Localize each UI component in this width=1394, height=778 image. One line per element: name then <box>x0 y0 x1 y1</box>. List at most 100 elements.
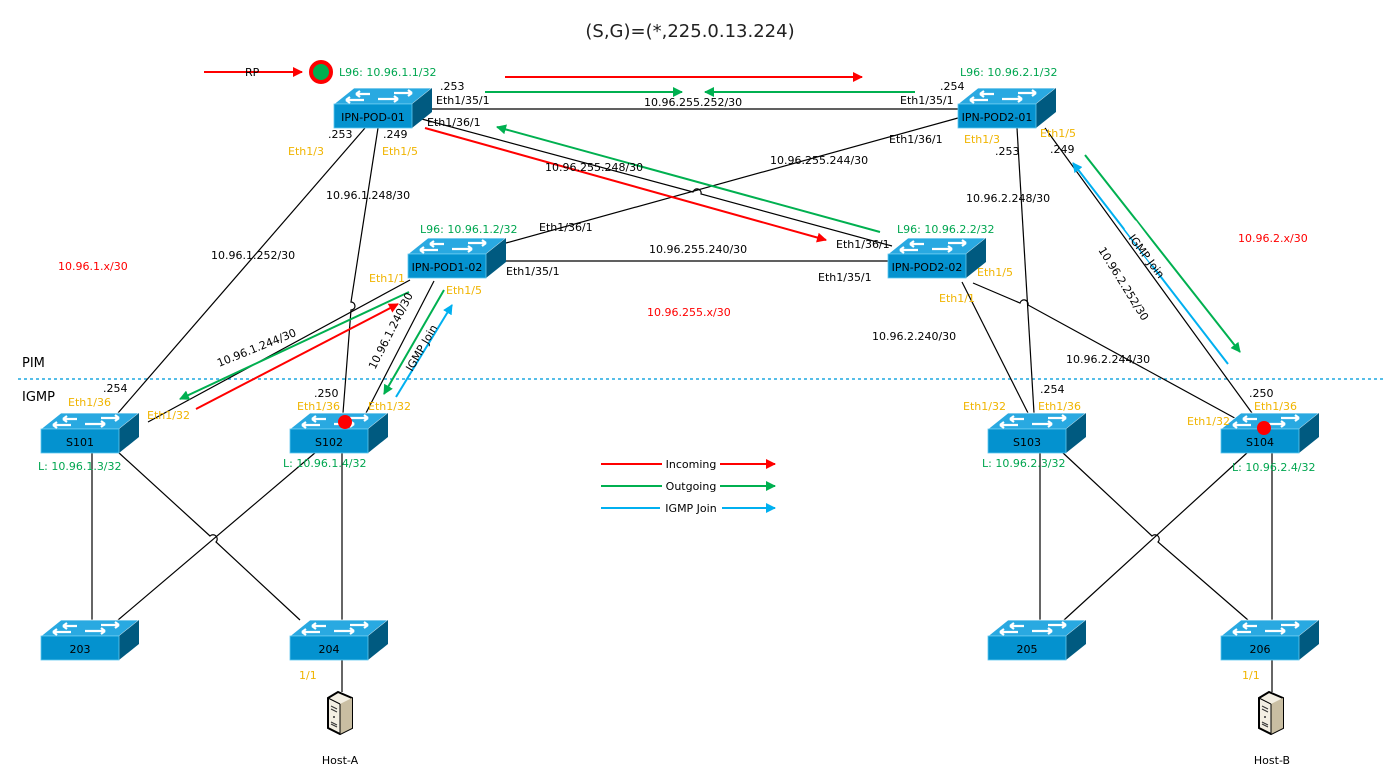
switch-ipn-pod2-02[interactable]: IPN-POD2-02 <box>886 236 988 280</box>
host-a[interactable] <box>327 691 353 735</box>
link-10-96-1-248 <box>342 127 379 414</box>
link-10-96-2-244 <box>972 282 1243 423</box>
port-label: Eth1/32 <box>368 400 411 413</box>
legend-label-bg <box>660 501 722 515</box>
ip-label: .249 <box>1050 143 1075 156</box>
loopback-s102: L: 10.96.1.4/32 <box>283 457 367 470</box>
receiver-marker-s104-icon <box>1257 421 1271 435</box>
subnet-group-pod2: 10.96.2.x/30 <box>1238 232 1308 245</box>
host-b-port-label: 1/1 <box>1242 669 1260 682</box>
ip-label: .253 <box>328 128 353 141</box>
loopback-ipn-pod-01: L96: 10.96.1.1/32 <box>339 66 437 79</box>
legend-label-bg <box>662 457 720 471</box>
port-label: Eth1/1 <box>939 292 975 305</box>
host-b-label: Host-B <box>1254 754 1290 767</box>
switch-s101[interactable]: S101 <box>39 411 141 455</box>
pim-zone-label: PIM <box>22 356 45 371</box>
flow-arrows <box>179 67 1241 410</box>
port-label: Eth1/32 <box>1187 415 1230 428</box>
subnet-label: 10.96.1.248/30 <box>326 189 410 202</box>
ip-label: .250 <box>1249 387 1274 400</box>
port-label: Eth1/36 <box>1038 400 1081 413</box>
ip-label: .249 <box>383 128 408 141</box>
loopback-s104: L: 10.96.2.4/32 <box>1232 461 1316 474</box>
subnet-label: 10.96.255.248/30 <box>545 161 643 174</box>
link-s104-205 <box>1063 451 1249 621</box>
link-s103-206 <box>1061 451 1249 621</box>
ip-label: .253 <box>440 80 465 93</box>
switch-name: 206 <box>1250 643 1271 656</box>
loopback-s101: L: 10.96.1.3/32 <box>38 460 122 473</box>
legend: Incoming Outgoing IGMP Join <box>601 457 776 515</box>
legend-label: Outgoing <box>666 480 717 493</box>
legend-label: IGMP Join <box>665 502 716 515</box>
ip-label: .254 <box>1040 383 1065 396</box>
switch-name: S102 <box>315 436 343 449</box>
port-label: Eth1/36/1 <box>427 116 481 129</box>
link-s102-203 <box>117 451 317 621</box>
ip-label: .254 <box>940 80 965 93</box>
diagram-title: (S,G)=(*,225.0.13.224) <box>585 21 794 42</box>
port-label: Eth1/36/1 <box>836 238 890 251</box>
switch-name: 205 <box>1017 643 1038 656</box>
switch-s102[interactable]: S102 <box>288 411 390 455</box>
subnet-label: 10.96.2.240/30 <box>872 330 956 343</box>
legend-label: Incoming <box>666 458 717 471</box>
link-10-96-255-248 <box>417 117 893 247</box>
port-label: Eth1/36 <box>297 400 340 413</box>
switch-name: IPN-POD-01 <box>341 111 405 124</box>
switch-s104[interactable]: S104 <box>1219 411 1321 455</box>
igmp-join-arrow-s102 <box>395 304 453 398</box>
link-10-96-1-252 <box>117 127 366 414</box>
ip-label: .250 <box>314 387 339 400</box>
port-label: Eth1/36/1 <box>889 133 943 146</box>
switch-203[interactable]: 203 <box>39 618 141 662</box>
ip-label: .253 <box>995 145 1020 158</box>
link-10-96-2-248 <box>1016 127 1035 414</box>
switch-name: 203 <box>70 643 91 656</box>
legend-item-igmp-join: IGMP Join <box>601 501 776 515</box>
switch-s103[interactable]: S103 <box>986 411 1088 455</box>
port-label: Eth1/3 <box>288 145 324 158</box>
loopback-ipn-pod1-02: L96: 10.96.1.2/32 <box>420 223 518 236</box>
incoming-arrow-pod1-to-pod2-02 <box>424 127 827 243</box>
subnet-label: 10.96.2.248/30 <box>966 192 1050 205</box>
outgoing-arrow-pod2-02-to-pod1 <box>496 124 881 233</box>
receiver-marker-s102-icon <box>338 415 352 429</box>
subnet-label: 10.96.255.240/30 <box>649 243 747 256</box>
incoming-arrow-s101-to-pod1-02 <box>195 303 399 410</box>
switch-205[interactable]: 205 <box>986 618 1088 662</box>
rp-marker-icon <box>309 60 333 84</box>
outgoing-arrow-pod1-02-to-s101 <box>179 291 410 400</box>
port-label: Eth1/32 <box>147 409 190 422</box>
switch-ipn-pod-01[interactable]: IPN-POD-01 <box>332 86 434 130</box>
legend-item-outgoing: Outgoing <box>601 479 776 493</box>
server-icon <box>1258 691 1284 735</box>
igmp-join-arrow-s104 <box>1072 162 1229 365</box>
outgoing-arrow-pod1-02-to-s102 <box>383 289 445 395</box>
host-a-label: Host-A <box>322 754 359 767</box>
outgoing-arrow-pod2-01-to-s104 <box>1084 154 1241 353</box>
port-label: Eth1/36 <box>1254 400 1297 413</box>
switch-name: 204 <box>319 643 340 656</box>
subnet-label: 10.96.255.252/30 <box>644 96 742 109</box>
switch-name: IPN-POD1-02 <box>412 261 483 274</box>
port-label: Eth1/35/1 <box>506 265 560 278</box>
switch-204[interactable]: 204 <box>288 618 390 662</box>
port-label: Eth1/5 <box>446 284 482 297</box>
switch-ipn-pod2-01[interactable]: IPN-POD2-01 <box>956 86 1058 130</box>
legend-item-incoming: Incoming <box>601 457 776 471</box>
switch-name: IPN-POD2-01 <box>962 111 1033 124</box>
port-label: Eth1/32 <box>963 400 1006 413</box>
port-label: Eth1/35/1 <box>900 94 954 107</box>
loopback-ipn-pod2-01: L96: 10.96.2.1/32 <box>960 66 1058 79</box>
switch-206[interactable]: 206 <box>1219 618 1321 662</box>
link-10-96-2-252 <box>1044 127 1253 414</box>
port-label: Eth1/5 <box>382 145 418 158</box>
loopback-ipn-pod2-02: L96: 10.96.2.2/32 <box>897 223 995 236</box>
port-label: Eth1/5 <box>1040 127 1076 140</box>
host-b[interactable] <box>1258 691 1284 735</box>
link-10-96-2-240 <box>961 281 1029 414</box>
server-icon <box>327 691 353 735</box>
switch-ipn-pod1-02[interactable]: IPN-POD1-02 <box>406 236 508 280</box>
